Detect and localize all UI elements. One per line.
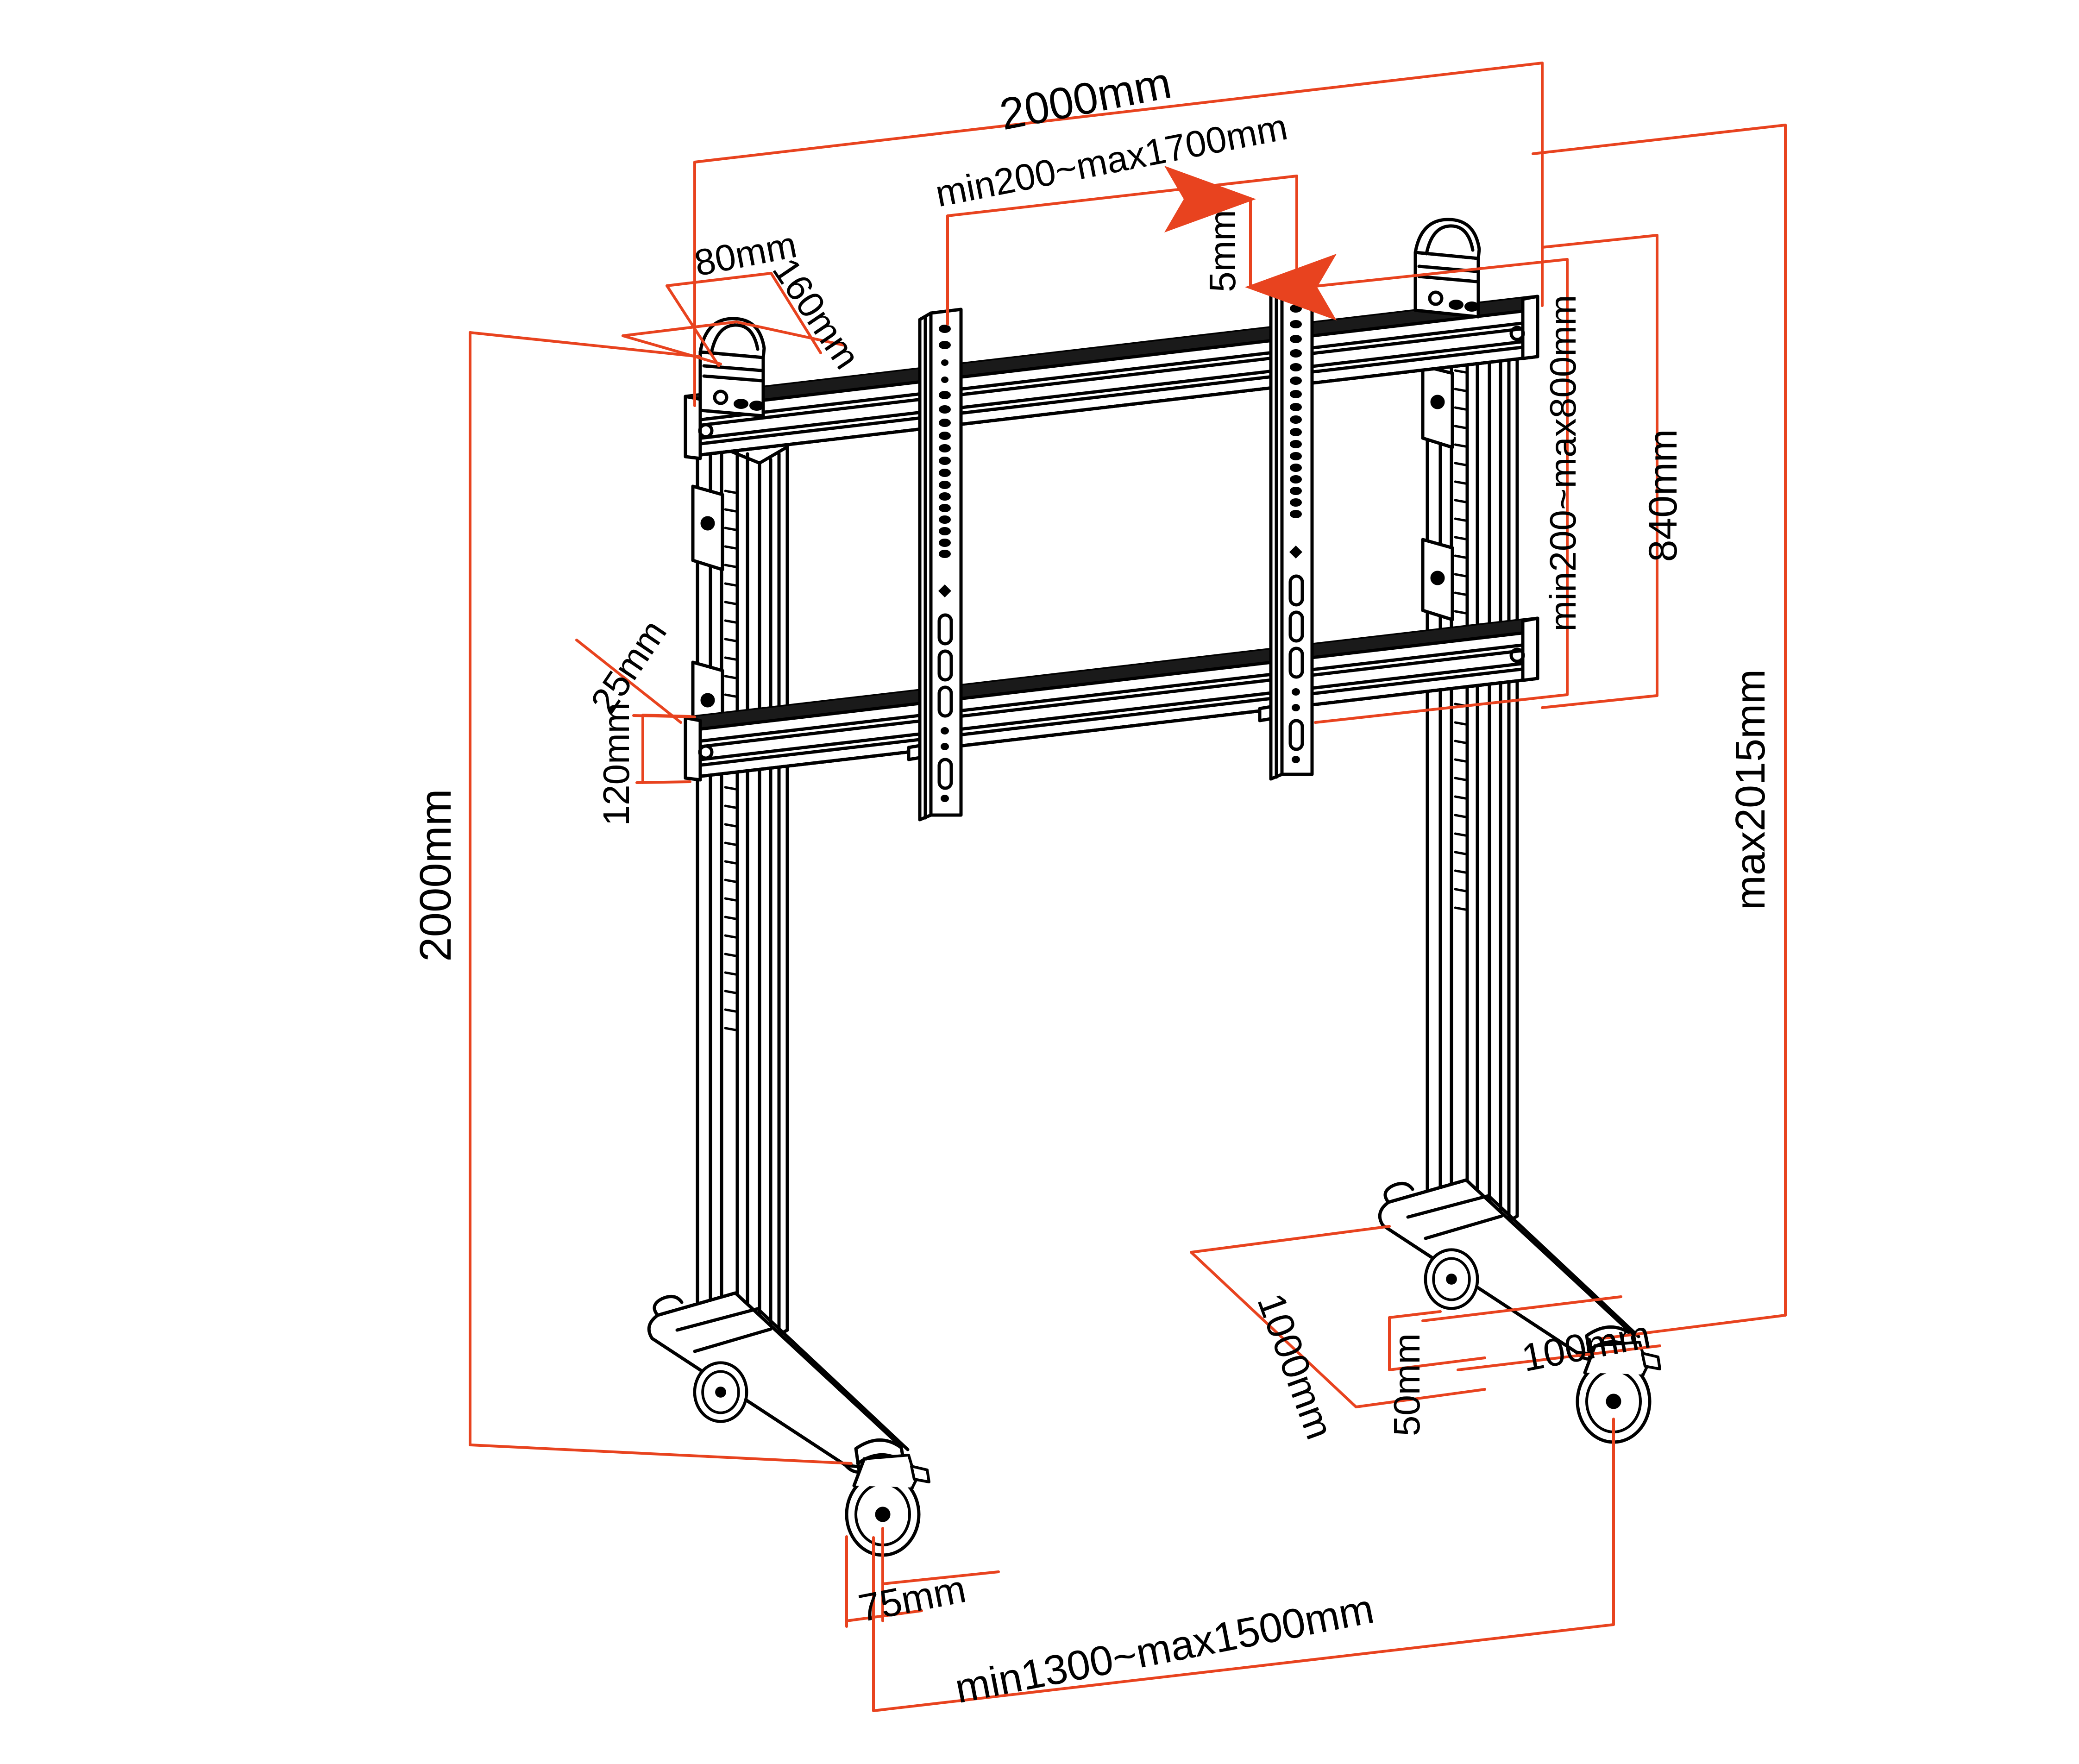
right-column [1421, 313, 1519, 1234]
label-rail-height: 120mm [596, 703, 637, 826]
left-column [691, 436, 789, 1347]
vesa-strip-right [1258, 272, 1314, 781]
dim-rail-spacing [1541, 234, 1658, 709]
dim-base-track [872, 1418, 1615, 1712]
label-mount-vertical-range: min200~max800mm [1542, 295, 1583, 632]
label-rail-spacing: 840mm [1641, 429, 1685, 562]
lower-rail [684, 616, 1539, 782]
base-leg-left [647, 1291, 929, 1555]
dim-base-leg-length [1190, 1225, 1486, 1408]
label-max-total-height: max2015mm [1727, 669, 1774, 910]
top-clip-left [698, 317, 766, 418]
base-leg-right [1378, 1178, 1660, 1442]
top-clip-right [1413, 218, 1481, 319]
dimension-lines [469, 62, 1787, 1712]
label-bracket-top-offset: 5mm [1202, 210, 1243, 292]
dim-base-leg-height [1388, 1310, 1486, 1371]
dim-caster-diameter [845, 1527, 1000, 1628]
upper-rail [684, 295, 1539, 460]
dim-caster-top-depth [622, 320, 847, 365]
dim-rail-height [635, 714, 691, 784]
label-base-leg-height: 50mm [1386, 1333, 1427, 1436]
label-column-height: 2000mm [411, 789, 460, 962]
dim-mount-vertical [1314, 258, 1569, 724]
vesa-strip-left [907, 308, 963, 822]
dim-overall-width [693, 62, 1544, 407]
dim-column-height [469, 331, 853, 1465]
dim-max-total-height [1532, 124, 1787, 1340]
stand-assembly [647, 218, 1660, 1555]
dim-base-leg-width [1421, 1295, 1661, 1371]
